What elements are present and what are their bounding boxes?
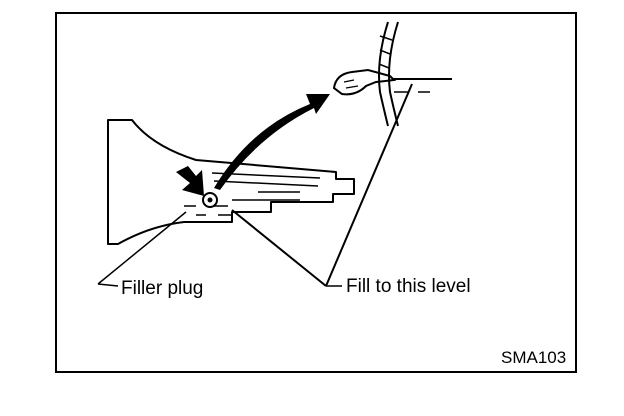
transmission-body — [107, 119, 355, 245]
hand-icon — [332, 68, 397, 96]
label-leader-lines — [97, 211, 342, 287]
pointer-arrow-icon — [176, 166, 204, 196]
filler-plug-label: Filler plug — [121, 278, 204, 299]
oil-level-dashes — [184, 205, 232, 216]
figure-code: SMA103 — [501, 348, 567, 367]
fill-level-label: Fill to this level — [346, 276, 471, 297]
hand-shading — [343, 79, 359, 89]
filler-plug — [202, 192, 218, 208]
magnify-cone-lines — [231, 83, 413, 287]
cable-icon — [378, 21, 399, 127]
curved-arrow-icon — [214, 94, 330, 190]
figure-frame — [55, 12, 577, 373]
